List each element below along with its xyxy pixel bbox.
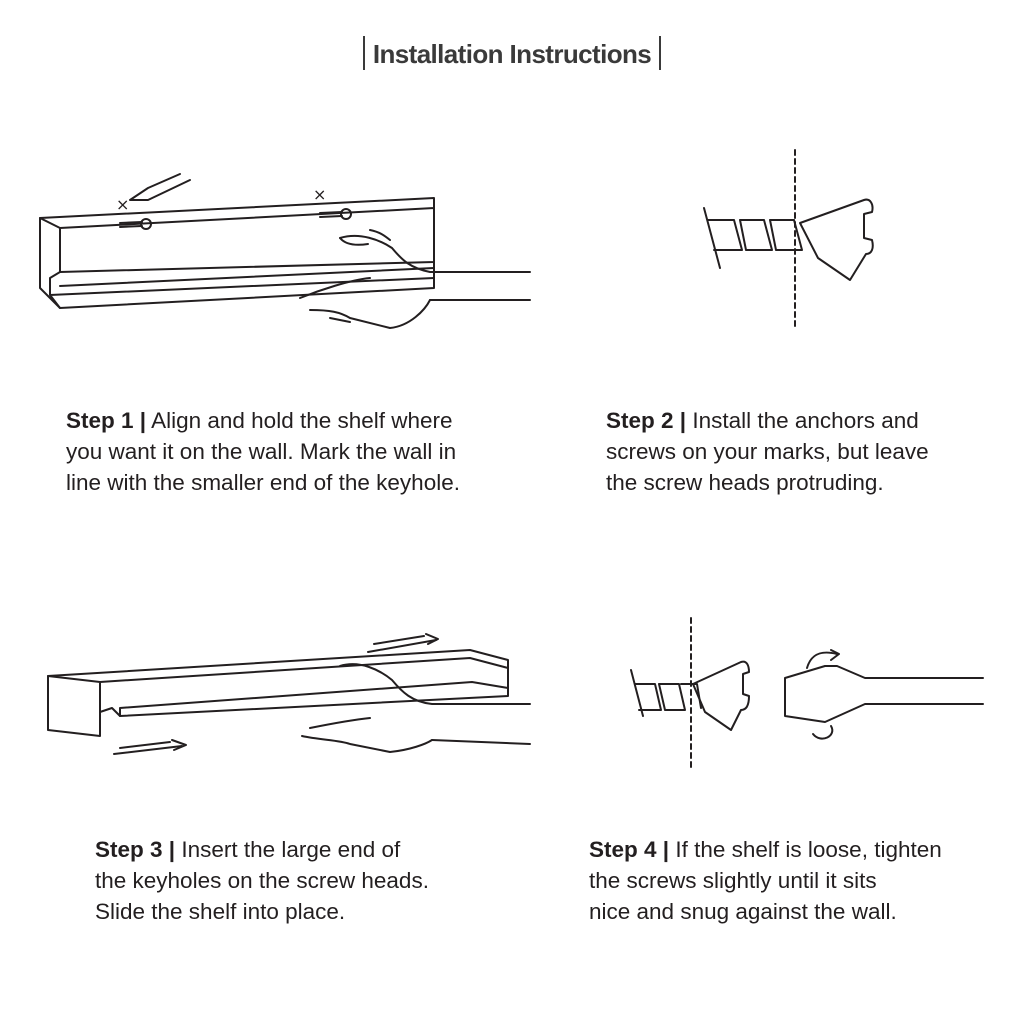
screw-head-icon [800, 200, 873, 280]
step-4-illustration [625, 618, 990, 768]
title-block: Installation Instructions [0, 36, 1024, 70]
step-4-label: Step 4 | [589, 837, 670, 862]
step-3-line-2: the keyholes on the screw heads. [95, 868, 429, 893]
step-3-text: Step 3 | Insert the large end of the key… [95, 834, 429, 927]
step-2-line-2: screws on your marks, but leave [606, 439, 929, 464]
step-1-line-1: Align and hold the shelf where [151, 408, 453, 433]
screw-head-icon-4 [693, 662, 749, 730]
keyhole-right [320, 209, 351, 219]
step-3-line-3: Slide the shelf into place. [95, 899, 346, 924]
step-4-line-3: nice and snug against the wall. [589, 899, 897, 924]
wall-mark-right: × [313, 185, 326, 204]
screwdriver-icon [785, 650, 983, 739]
pencil-icon [130, 174, 190, 200]
step-4-line-1: If the shelf is loose, tighten [675, 837, 942, 862]
step-1-illustration: × × [30, 160, 540, 335]
arrow-right-icon [368, 634, 438, 652]
shelf-lip [50, 272, 434, 308]
shelf-outline-3 [48, 650, 508, 736]
title-bar-left [362, 36, 365, 70]
step-3-line-1: Insert the large end of [181, 837, 401, 862]
step-2-line-3: the screw heads protruding. [606, 470, 884, 495]
step-1-label: Step 1 | [66, 408, 147, 433]
keyhole-left [120, 219, 151, 229]
step-2-line-1: Install the anchors and [692, 408, 919, 433]
step-3-illustration [40, 628, 540, 758]
step-1-line-2: you want it on the wall. Mark the wall i… [66, 439, 457, 464]
step-2-text: Step 2 | Install the anchors and screws … [606, 405, 929, 498]
step-4-line-2: the screws slightly until it sits [589, 868, 877, 893]
step-1-text: Step 1 | Align and hold the shelf where … [66, 405, 460, 498]
page-title: Installation Instructions [372, 39, 652, 69]
step-1-line-3: line with the smaller end of the keyhole… [66, 470, 460, 495]
step-2-illustration [700, 148, 880, 328]
step-2-label: Step 2 | [606, 408, 687, 433]
arrow-right-icon-2 [114, 740, 186, 754]
title-bar-right [659, 36, 662, 70]
anchor-icon [704, 208, 802, 268]
hand-icon [300, 230, 530, 328]
shelf-outline [40, 198, 434, 272]
wall-mark-left: × [116, 195, 129, 214]
hand-icon-3 [302, 664, 530, 752]
step-3-label: Step 3 | [95, 837, 176, 862]
anchor-icon-4 [631, 670, 701, 716]
step-4-text: Step 4 | If the shelf is loose, tighten … [589, 834, 942, 927]
